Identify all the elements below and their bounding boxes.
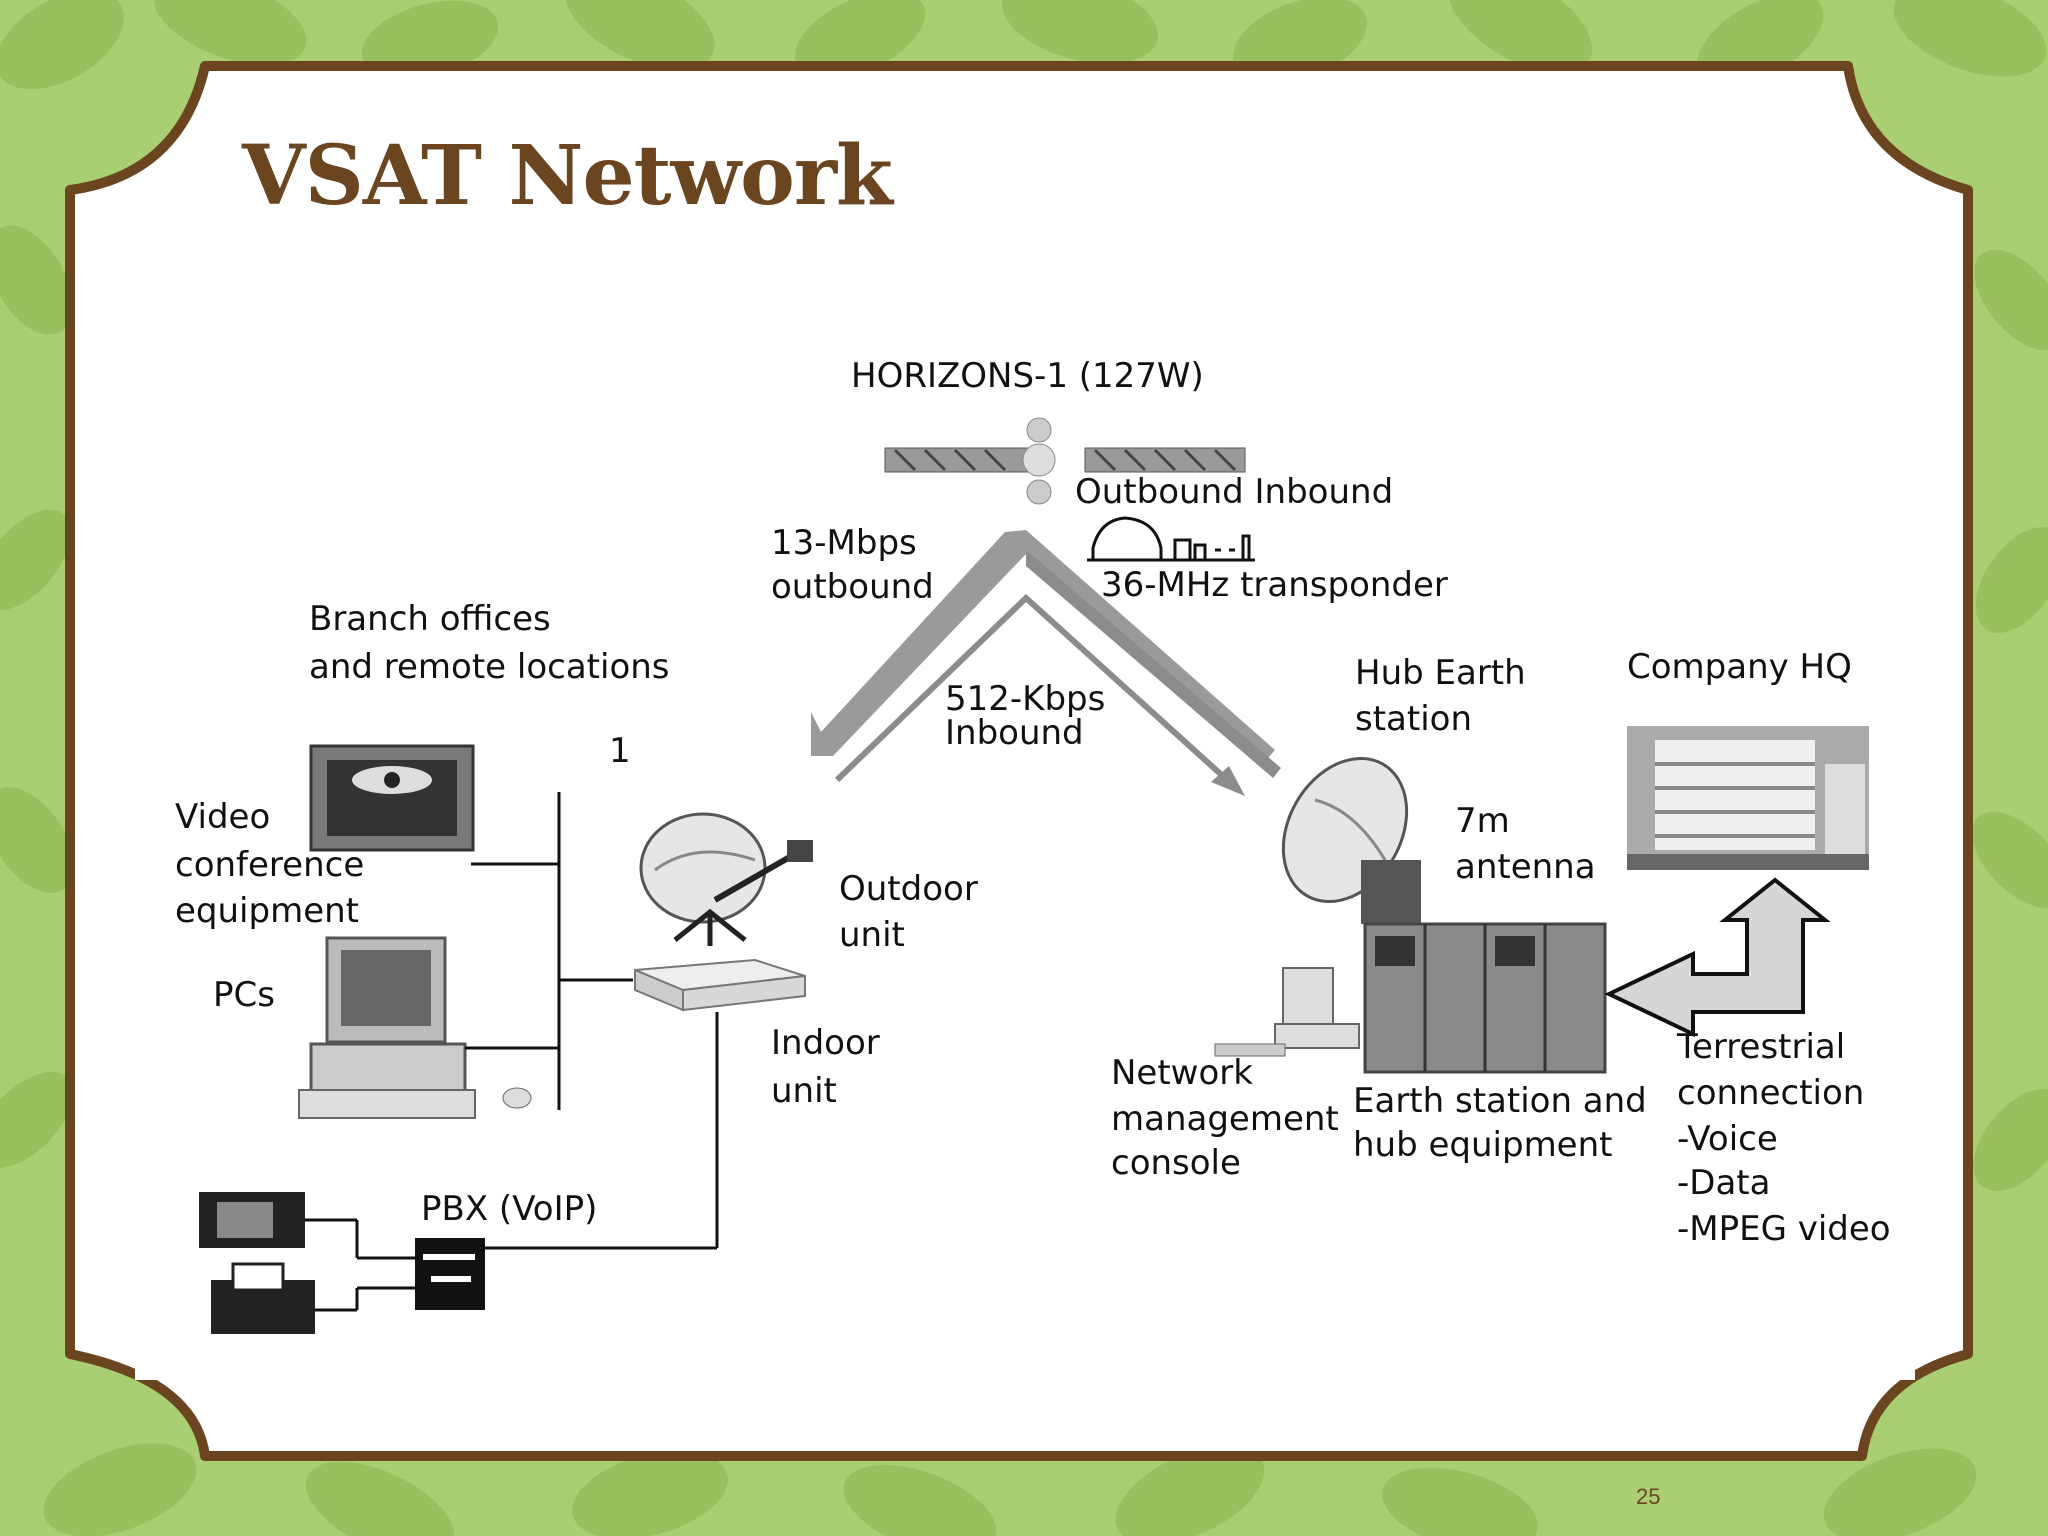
terrestrial-line-4: -Data (1677, 1163, 1770, 1203)
transponder-label: 36-MHz transponder (1101, 565, 1448, 605)
terrestrial-arrow (1604, 877, 1831, 1038)
video-conference-icon (309, 744, 475, 852)
hub-equipment-line-2: hub equipment (1353, 1125, 1612, 1165)
company-hq-building-icon (1627, 726, 1869, 870)
hub-station-line-2: station (1355, 699, 1472, 739)
nmc-line-2: management (1111, 1099, 1339, 1139)
hub-equipment-line-1: Earth station and (1353, 1081, 1647, 1121)
video-label-line-2: conference (175, 845, 364, 885)
indoor-unit-line-2: unit (771, 1071, 837, 1111)
inbound-rate-label: 512-Kbps (945, 679, 1105, 719)
page-title: VSAT Network (242, 128, 893, 224)
hub-antenna-icon (1281, 756, 1421, 924)
transponder-spectrum-icon (1087, 516, 1255, 562)
inbound-label: Inbound (945, 713, 1084, 753)
nmc-computer-icon (1214, 967, 1360, 1057)
link-beams (811, 530, 1281, 796)
terrestrial-line-1: Terrestrial (1676, 1027, 1845, 1067)
hub-equipment-icon (1363, 922, 1607, 1074)
inbound-arrowhead (1211, 766, 1245, 796)
pbx-icon (415, 1238, 485, 1310)
branch-heading-line-2: and remote locations (309, 647, 670, 687)
terrestrial-line-2: connection (1677, 1073, 1864, 1113)
indoor-unit-icon (634, 958, 806, 1012)
pc-icon (298, 936, 532, 1119)
pcs-label: PCs (213, 975, 275, 1015)
outbound-label: outbound (771, 567, 934, 607)
video-label-line-3: equipment (175, 891, 359, 931)
satellite-icon (884, 417, 1246, 505)
terrestrial-line-3: -Voice (1677, 1119, 1778, 1159)
vsat-network-diagram: HORIZONS-1 (127W) Outbound Inbound 36-MH… (135, 340, 1915, 1380)
branch-heading-line-1: Branch offices (309, 599, 551, 639)
company-hq-label: Company HQ (1627, 647, 1852, 687)
outbound-rate-label: 13-Mbps (771, 523, 917, 563)
outdoor-unit-line-1: Outdoor (839, 869, 978, 909)
beams-label: Outbound Inbound (1075, 472, 1393, 512)
satellite-label: HORIZONS-1 (127W) (851, 356, 1204, 396)
branch-wiring (305, 792, 719, 1312)
antenna-line-2: antenna (1455, 847, 1596, 887)
vsat-label: 1 (609, 731, 631, 771)
outbound-beam-arrow (811, 530, 1275, 764)
hub-station-line-1: Hub Earth (1355, 653, 1526, 693)
nmc-line-1: Network (1111, 1053, 1253, 1093)
outdoor-unit-line-2: unit (839, 915, 905, 955)
inbound-beam (834, 593, 1228, 783)
terrestrial-line-5: -MPEG video (1677, 1209, 1891, 1249)
indoor-unit-line-1: Indoor (771, 1023, 880, 1063)
nmc-line-3: console (1111, 1143, 1241, 1183)
fax-icon (211, 1262, 315, 1334)
video-label-line-1: Video (175, 797, 270, 837)
pbx-label: PBX (VoIP) (421, 1189, 597, 1229)
page-number: 25 (1636, 1484, 1661, 1509)
satellite-dish-icon (639, 812, 813, 946)
antenna-line-1: 7m (1455, 801, 1510, 841)
phone-icon (199, 1192, 305, 1248)
diagram-backdrop (135, 340, 1915, 1380)
outbound-beam-right (1026, 550, 1281, 778)
